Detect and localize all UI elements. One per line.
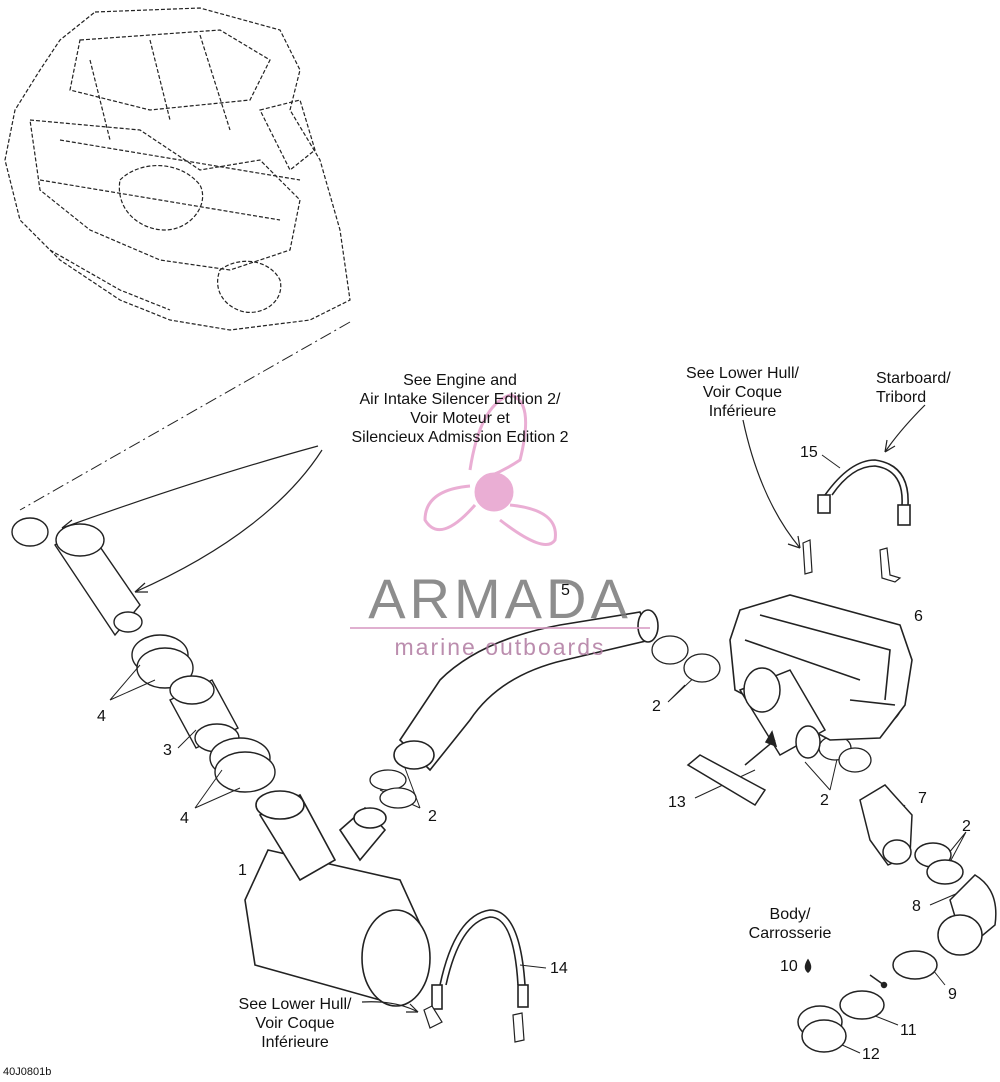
part-number-14: 14 xyxy=(550,960,568,977)
part-number-15: 15 xyxy=(800,444,818,461)
engine-ref-callout: See Engine and Air Intake Silencer Editi… xyxy=(310,371,610,447)
part-number-7: 7 xyxy=(918,790,927,807)
part-number-4-upper: 4 xyxy=(97,708,106,725)
lower-hull-top-line-1: See Lower Hull/ xyxy=(686,365,799,382)
part-number-1: 1 xyxy=(238,862,247,879)
drawing-code: 40J0801b xyxy=(3,1066,52,1078)
center-clamps xyxy=(369,635,872,809)
ref-arrows xyxy=(361,404,926,1013)
engine-ref-line-1: See Engine and xyxy=(403,372,517,389)
part-number-3: 3 xyxy=(163,742,172,759)
watermark-divider xyxy=(350,627,650,629)
watermark-tagline: marine outboards xyxy=(394,634,606,660)
part-number-11: 11 xyxy=(900,1022,917,1039)
part-number-2-right: 2 xyxy=(962,818,971,835)
outlet-parts xyxy=(797,784,997,1053)
lower-hull-bottom-line-1: See Lower Hull/ xyxy=(238,996,352,1013)
starboard-line-1: Starboard/ xyxy=(876,370,951,387)
engine-ref-arrows xyxy=(61,445,323,593)
part-number-4-lower: 4 xyxy=(180,810,189,827)
engine-ref-line-4: Silencieux Admission Edition 2 xyxy=(351,429,569,446)
part-number-2-center: 2 xyxy=(428,808,437,825)
left-coupling-group xyxy=(11,517,276,793)
straps xyxy=(431,459,911,1010)
muffler-part-1 xyxy=(244,790,431,1007)
silencer-box-part-6 xyxy=(729,594,913,741)
part-number-12: 12 xyxy=(862,1046,880,1063)
engine-outline xyxy=(4,7,351,331)
lower-hull-bottom-line-2: Voir Coque xyxy=(255,1015,335,1032)
lower-hull-top-callout: See Lower Hull/ Voir Coque Inférieure xyxy=(660,364,825,421)
part-number-13: 13 xyxy=(668,794,686,811)
part-number-6: 6 xyxy=(914,608,923,625)
lower-hull-bottom-line-3: Inférieure xyxy=(261,1034,329,1051)
starboard-line-2: Tribord xyxy=(876,389,927,406)
brackets xyxy=(423,539,902,1043)
part-number-8: 8 xyxy=(912,898,921,915)
watermark-brand: ARMADA xyxy=(368,567,632,630)
part-number-2-lower: 2 xyxy=(820,792,829,809)
engine-ref-line-3: Voir Moteur et xyxy=(410,410,510,427)
outlet-tube xyxy=(686,667,827,807)
engine-ref-line-2: Air Intake Silencer Edition 2/ xyxy=(359,391,561,408)
lower-hull-bottom-callout: See Lower Hull/ Voir Coque Inférieure xyxy=(215,995,375,1052)
lower-hull-top-line-3: Inférieure xyxy=(708,403,777,420)
starboard-callout: Starboard/ Tribord xyxy=(876,369,986,407)
part-number-2-upper: 2 xyxy=(652,698,661,715)
part-number-9: 9 xyxy=(948,986,957,1003)
watermark-propeller-icon xyxy=(423,393,557,546)
engine-leader-line xyxy=(19,321,351,511)
lower-hull-top-line-2: Voir Coque xyxy=(702,384,783,401)
part-number-5: 5 xyxy=(561,582,570,599)
body-line-1: Body/ xyxy=(769,906,811,923)
body-callout: Body/ Carrosserie xyxy=(730,905,850,943)
part-number-10: 10 xyxy=(780,958,798,975)
body-line-2: Carrosserie xyxy=(748,925,832,942)
hose-part-5 xyxy=(393,609,659,772)
